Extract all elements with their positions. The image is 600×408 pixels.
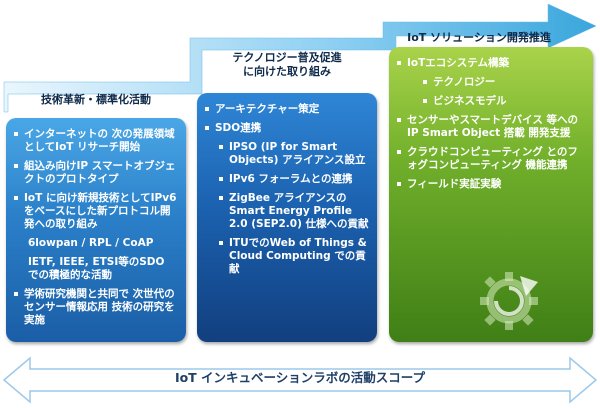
column-standardization: インターネットの 次の発展領域としてIoT リサーチ開始 組込み向けIP スマー… — [6, 118, 186, 342]
gear-refresh-icon — [480, 272, 538, 330]
list-subitem: IPSO (IP for Smart Objects) アライアンス設立 — [205, 141, 369, 167]
stage-title-2: テクノロジー普及促進 に向けた取り組み — [197, 51, 377, 79]
list-subitem: ZigBee アライアンスの Smart Energy Profile 2.0 … — [205, 192, 369, 231]
list-item: IETF, IEEE, ETSI等のSDO での積極的な活動 — [28, 256, 165, 281]
column-adoption: アーキテクチャー策定 SDO連携 IPSO (IP for Smart Obje… — [197, 93, 377, 342]
list-item: IoT に向け新規技術としてIPv6 をベースにした新プロトコル開発への取り組み — [14, 192, 178, 231]
list-item: IoTエコシステム構築 — [397, 57, 585, 70]
stage-title-2-line2: に向けた取り組み — [243, 65, 331, 78]
scope-arrow — [2, 356, 598, 404]
stage-title-2-line1: テクノロジー普及促進 — [232, 51, 342, 64]
list-item: フィールド実証実験 — [397, 178, 585, 191]
stage-title-1: 技術革新・標準化活動 — [41, 93, 151, 106]
list-item: クラウドコンピューティング とのフォグコンピューティング 機能連携 — [397, 146, 585, 172]
list-item: SDO連携 — [205, 122, 369, 135]
list-item: 組込み向けIP スマートオブジェクトのプロトタイプ — [14, 160, 178, 186]
list-subitem: テクノロジー — [397, 76, 585, 89]
column-solutions: IoTエコシステム構築 テクノロジー ビジネスモデル センサーやスマートデバイス… — [389, 47, 593, 342]
stage-title-3: IoT ソリューション開発推進 — [407, 31, 551, 44]
list-item: 学術研究機関と共同で 次世代のセンサー情報応用 技術の研究を実施 — [14, 288, 178, 327]
list-item: インターネットの 次の発展領域としてIoT リサーチ開始 — [14, 128, 178, 154]
list-subitem: ビジネスモデル — [397, 95, 585, 108]
list-item: アーキテクチャー策定 — [205, 103, 369, 116]
list-item: 6lowpan / RPL / CoAP — [28, 237, 154, 249]
list-item: センサーやスマートデバイス 等への IP Smart Object 搭載 開発支… — [397, 114, 585, 140]
scope-label: IoT インキュベーションラボの活動スコープ — [174, 370, 426, 385]
stage-arrow — [3, 3, 597, 113]
list-subitem: IPv6 フォーラムとの連携 — [205, 173, 369, 186]
list-subitem: ITUでのWeb of Things & Cloud Computing での貢… — [205, 237, 369, 276]
